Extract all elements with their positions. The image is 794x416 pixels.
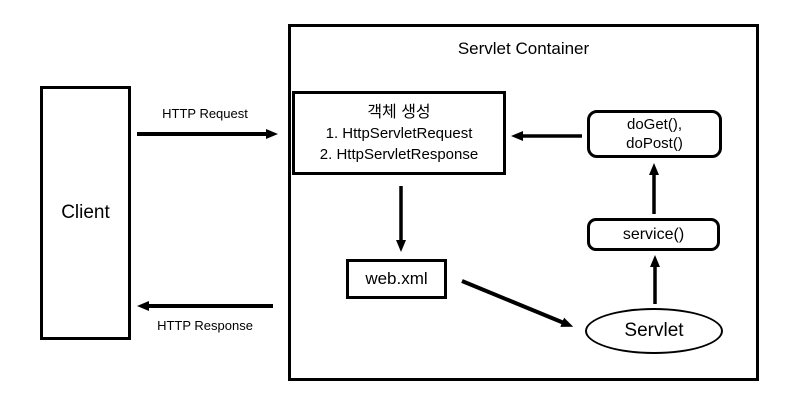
object-creation-item-2: 2. HttpServletResponse	[319, 145, 479, 163]
service-node: service()	[587, 218, 720, 251]
servlet-label: Servlet	[624, 320, 684, 341]
servlet-node: Servlet	[585, 308, 723, 354]
object-creation-node: 객체 생성 1. HttpServletRequest 2. HttpServl…	[292, 91, 506, 175]
client-label: Client	[61, 202, 110, 223]
object-creation-title: 객체 생성	[367, 103, 431, 121]
servlet-container-title: Servlet Container	[457, 39, 590, 58]
webxml-node: web.xml	[346, 259, 447, 299]
doget-label: doGet(),	[626, 116, 683, 133]
arrow-webxml-to-servlet	[461, 279, 574, 327]
webxml-label: web.xml	[365, 269, 428, 288]
servlet-container-node: Servlet Container	[288, 24, 759, 381]
service-label: service()	[622, 225, 685, 243]
dopost-label: doPost()	[626, 135, 683, 152]
object-creation-item-1: 1. HttpServletRequest	[325, 124, 473, 142]
http-request-label: HTTP Request	[162, 106, 248, 121]
doget-dopost-node: doGet(), doPost()	[587, 110, 722, 158]
client-node: Client	[40, 86, 131, 340]
http-response-label: HTTP Response	[157, 318, 253, 333]
